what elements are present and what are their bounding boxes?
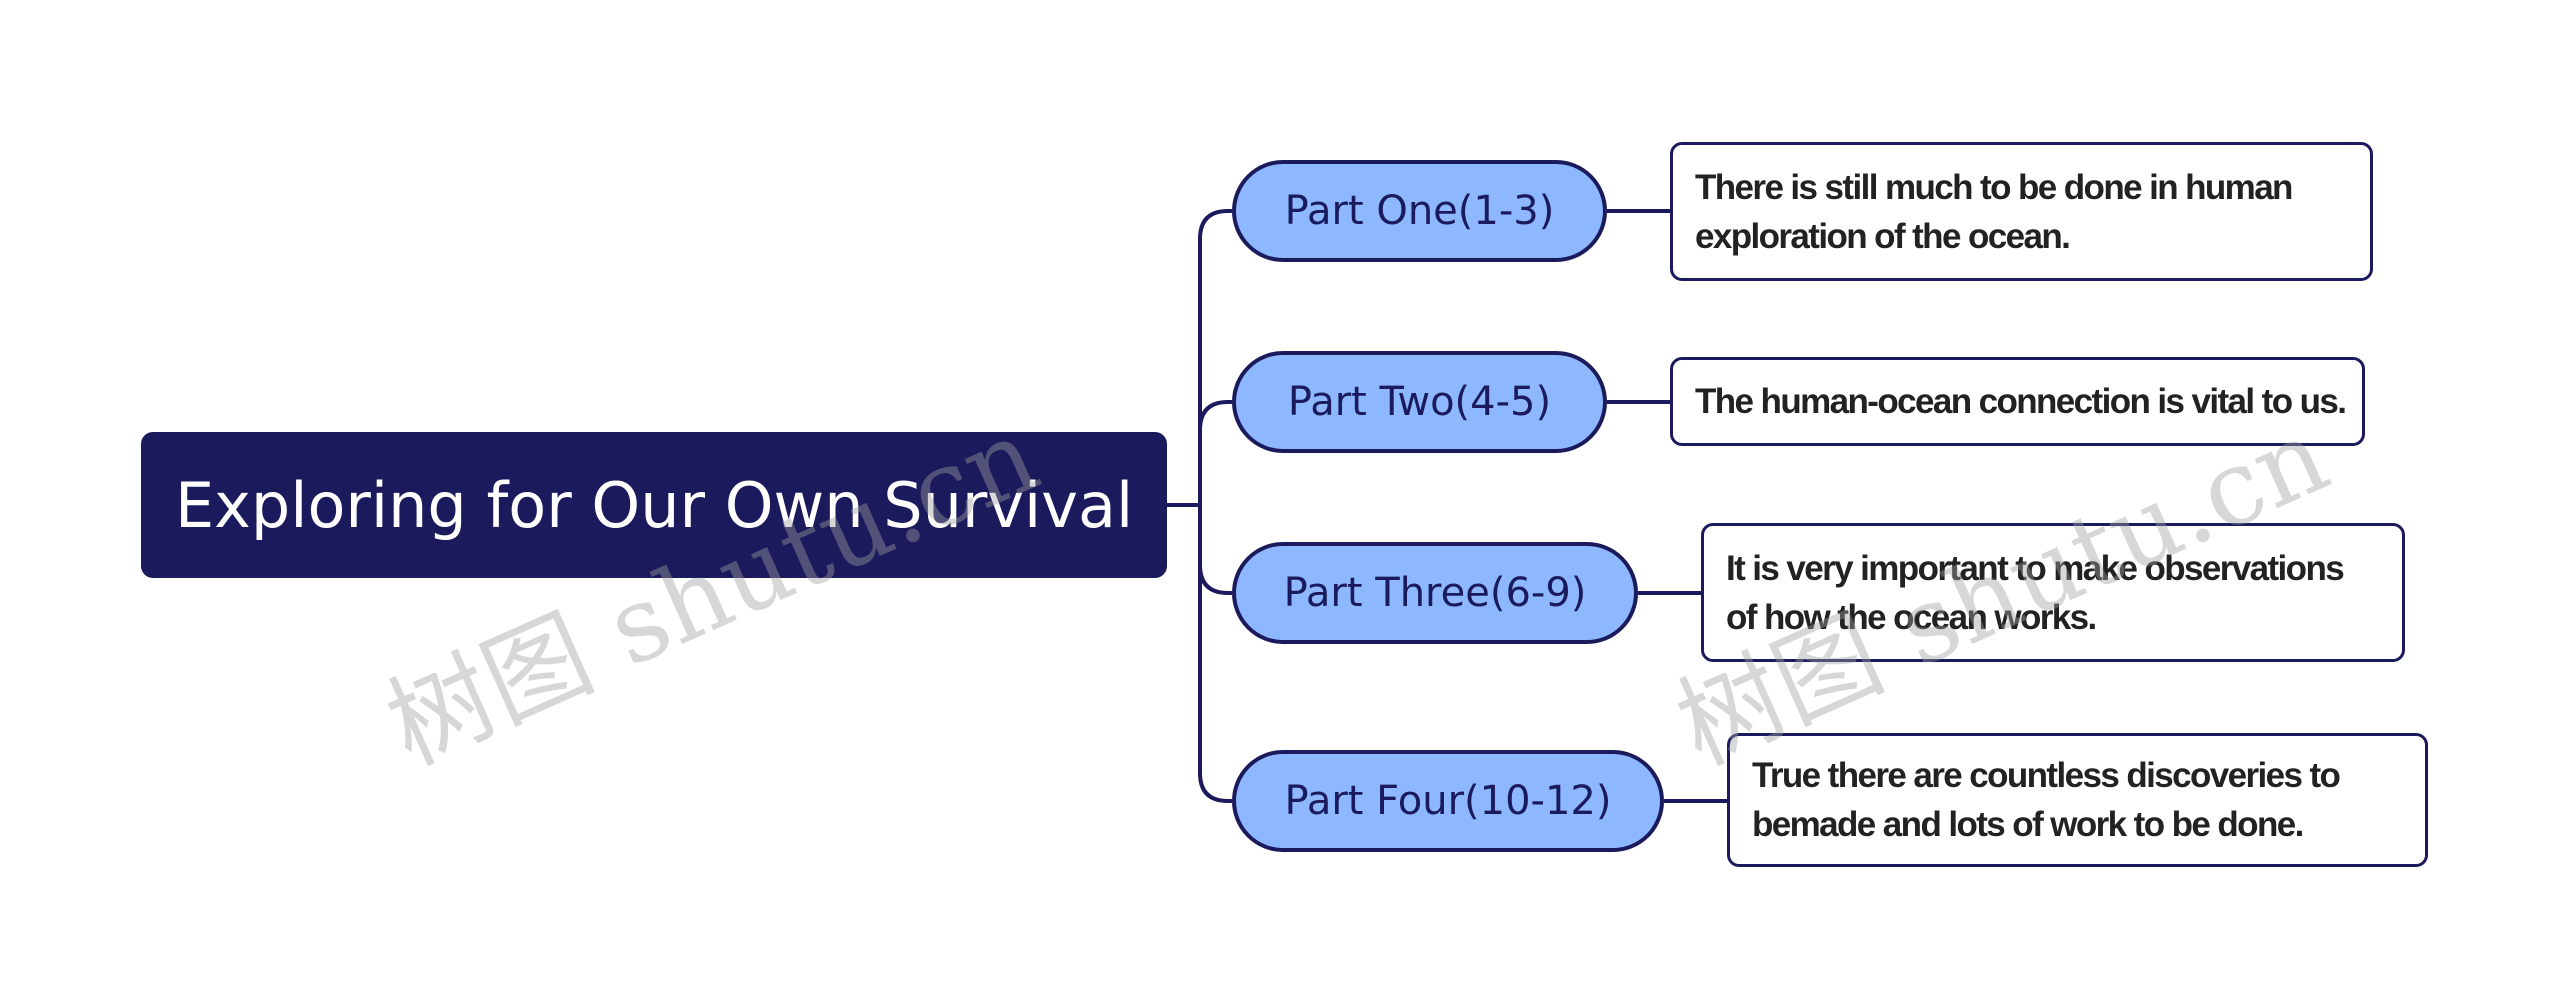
detail-node-part-three[interactable]: It is very important to make observation… (1701, 523, 2405, 662)
branch-label: Part Four(10-12) (1284, 778, 1612, 824)
branch-label: Part Three(6-9) (1283, 570, 1587, 616)
branch-node-part-four[interactable]: Part Four(10-12) (1232, 750, 1664, 852)
detail-line: bemade and lots of work to be done. (1752, 805, 2304, 844)
detail-line: The human-ocean connection is vital to u… (1695, 382, 2347, 421)
detail-text: It is very important to make observation… (1726, 544, 2345, 642)
detail-text: The human-ocean connection is vital to u… (1695, 377, 2347, 426)
branch-connector-3 (1198, 564, 1229, 595)
detail-line: True there are countless discoveries to (1752, 756, 2341, 795)
detail-text: There is still much to be done in human … (1695, 163, 2293, 261)
branch-node-part-one[interactable]: Part One(1-3) (1232, 160, 1607, 262)
detail-node-part-four[interactable]: True there are countless discoveries to … (1727, 733, 2428, 867)
branch-label: Part One(1-3) (1284, 188, 1555, 234)
root-topic-node[interactable]: Exploring for Our Own Survival (141, 432, 1167, 578)
branch-node-part-three[interactable]: Part Three(6-9) (1232, 542, 1638, 644)
branch-label: Part Two(4-5) (1287, 379, 1552, 425)
root-topic-label: Exploring for Our Own Survival (175, 468, 1134, 542)
detail-node-part-one[interactable]: There is still much to be done in human … (1670, 142, 2373, 281)
branch-connector-2 (1198, 400, 1229, 431)
detail-line: It is very important to make observation… (1726, 548, 2345, 588)
detail-line: There is still much to be done in human (1695, 167, 2293, 207)
detail-line: of how the ocean works. (1726, 597, 2097, 637)
trunk-connector (1198, 209, 1229, 803)
detail-node-part-two[interactable]: The human-ocean connection is vital to u… (1670, 357, 2365, 446)
branch-node-part-two[interactable]: Part Two(4-5) (1232, 351, 1607, 453)
detail-line: exploration of the ocean. (1695, 216, 2071, 256)
detail-text: True there are countless discoveries to … (1752, 751, 2341, 849)
